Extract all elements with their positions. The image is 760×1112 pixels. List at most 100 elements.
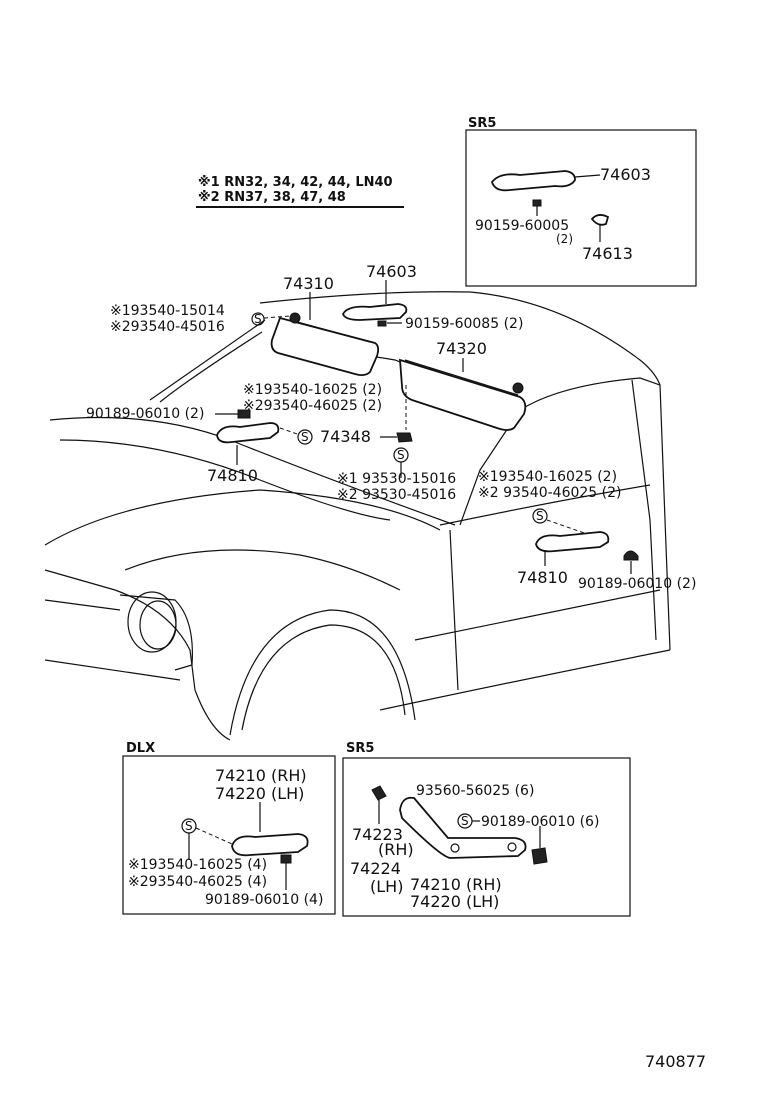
label-74210-sr5: 74210 (RH) (410, 875, 502, 894)
screw-symbol-left-grip (297, 429, 313, 445)
assist-grip-dlx (231, 833, 309, 857)
roof-line (259, 291, 661, 386)
screw-s-mark-6: S (461, 814, 469, 828)
screw-symbol-s-left (251, 312, 265, 326)
wheel-arch (229, 609, 416, 736)
dash-dlx (195, 827, 233, 845)
sun-visor-74320 (399, 358, 527, 431)
grip-mount-b (507, 842, 517, 852)
b-pillar (631, 379, 657, 641)
label-74223: 74223 (352, 825, 403, 844)
label-74810-left: 74810 (207, 466, 258, 485)
hood-front (44, 489, 441, 546)
label-90159: 90159-60085 (2) (405, 316, 523, 332)
rocker-line (379, 649, 671, 711)
label-s1-93530-15016: ※1 93530-15016 (337, 471, 456, 487)
roof-grip-group: 74603 90159-60085 (2) (342, 262, 523, 332)
screw-90159-sr5 (532, 199, 542, 207)
sr5-inset-bottom: SR5 74223 (RH) 74224 (LH) S 93560-56025 … (342, 741, 631, 917)
label-s1-93540-15014: ※193540-15014 (110, 303, 225, 319)
clip-90189-dlx (280, 854, 292, 864)
label-74210-dlx: 74210 (RH) (215, 766, 307, 785)
a-pillar (149, 319, 266, 403)
screw-s-mark-5: S (185, 819, 193, 833)
dlx-box-frame (122, 755, 336, 915)
label-dlx-s2: ※293540-46025 (4) (128, 874, 267, 890)
screw-symbol-right (532, 508, 548, 524)
label-74310: 74310 (283, 274, 334, 293)
label-74320: 74320 (436, 339, 487, 358)
dash-screw-left (263, 315, 291, 319)
belt-line (439, 484, 651, 526)
label-74220-sr5: 74220 (LH) (410, 892, 499, 911)
label-74603-sr5: 74603 (600, 165, 651, 184)
screw-90159-main (377, 320, 387, 327)
label-74810-right: 74810 (517, 568, 568, 587)
sun-visors (270, 312, 527, 431)
label-90189-sr5b: 90189-06010 (6) (481, 814, 599, 830)
label-dlx-s1: ※193540-16025 (4) (128, 857, 267, 873)
qty-90159-sr5: (2) (556, 232, 573, 246)
hood-crease (59, 439, 391, 521)
dlx-title: DLX (126, 741, 155, 756)
door-lower-line (414, 589, 661, 641)
dash-grip-right (546, 519, 591, 536)
model-legend: ※1 RN32, 34, 42, 44, LN40 ※2 RN37, 38, 4… (196, 175, 404, 208)
sr5-bottom-title: SR5 (346, 741, 374, 756)
sr5-box-frame (465, 129, 697, 287)
figure-id: 740877 (645, 1052, 706, 1071)
label-s1-93540-16025-r: ※193540-16025 (2) (478, 469, 617, 485)
fender-front (44, 569, 196, 691)
visor-rod-left (289, 319, 371, 343)
screw-s-mark-4: S (536, 509, 544, 523)
grip-mount-a (450, 843, 460, 853)
label-74224: 74224 (350, 859, 401, 878)
sun-visor-74310 (270, 316, 380, 377)
leader-74603-sr5 (574, 174, 601, 178)
clip-90189-sr5 (531, 847, 548, 865)
screw-s-mark-2: S (301, 430, 309, 444)
label-s2-93540-46025-l: ※293540-46025 (2) (243, 398, 382, 414)
label-s2-93540-46025-r: ※2 93540-46025 (2) (478, 485, 622, 501)
sr5-title: SR5 (468, 116, 496, 131)
label-s2-93540-45016: ※293540-45016 (110, 319, 225, 335)
wheel-arch-inner (241, 624, 406, 731)
label-74220-dlx: 74220 (LH) (215, 784, 304, 803)
label-74348: 74348 (320, 427, 371, 446)
cap-74223 (371, 785, 387, 801)
grille-lines (44, 599, 181, 681)
screw-s-mark: S (254, 312, 262, 326)
visor-bracket-right (512, 382, 524, 394)
cover-74613 (590, 214, 610, 226)
visor-rod-right (404, 359, 519, 396)
label-93560: 93560-56025 (6) (416, 783, 534, 799)
assist-grip-74810-left (216, 422, 280, 444)
clip-90189-right (623, 550, 639, 561)
dash-grip-left (279, 427, 301, 436)
clip-90189-left (237, 409, 251, 419)
fender-lower (194, 689, 231, 741)
assist-grip-74603 (342, 303, 408, 321)
assist-grip-74810-right (535, 531, 610, 553)
label-90189-right: 90189-06010 (2) (578, 576, 696, 592)
legend-line-2: ※2 RN37, 38, 47, 48 (198, 190, 346, 205)
headlamp-inner (139, 600, 177, 650)
hood-edge-2 (124, 549, 401, 591)
visor-holder-74348 (396, 432, 413, 443)
sr5-bottom-frame (342, 757, 631, 917)
headlamp-bezel (119, 594, 193, 671)
door-front-edge (449, 529, 459, 691)
assist-grip-sr5 (399, 796, 527, 859)
label-s1-93540-16025-l: ※193540-16025 (2) (243, 382, 382, 398)
assist-grip-74603-sr5 (491, 170, 576, 192)
sr5-inset-top: SR5 74603 90159-60005 (2) 74613 (465, 116, 697, 287)
screw-s-mark-3: S (397, 448, 405, 462)
label-90189-left: 90189-06010 (2) (86, 406, 204, 422)
truck-outline (44, 291, 671, 741)
dlx-inset: DLX 74210 (RH) 74220 (LH) S ※193540-1602… (122, 741, 336, 915)
label-74224-lh: (LH) (370, 877, 403, 896)
label-90189-dlx: 90189-06010 (4) (205, 892, 323, 908)
label-74613: 74613 (582, 244, 633, 263)
label-74223-rh: (RH) (378, 840, 414, 859)
